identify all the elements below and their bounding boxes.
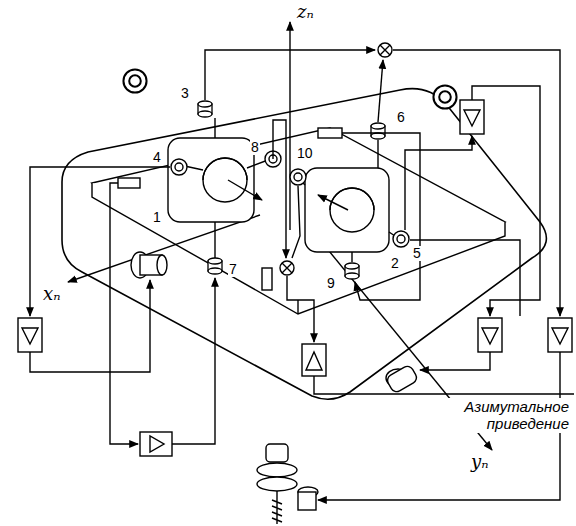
callout-number: 5 xyxy=(412,246,422,261)
callout-number: 2 xyxy=(390,256,400,271)
callout-number: 4 xyxy=(152,150,162,165)
callout-number: 7 xyxy=(228,262,238,277)
drive-note: Азимутальное приведение xyxy=(418,398,570,433)
callout-number: 10 xyxy=(296,146,314,161)
callout-number: 8 xyxy=(250,140,260,155)
callout-number: 9 xyxy=(326,276,336,291)
axis-label: xₙ xyxy=(42,284,61,304)
callout-number: 1 xyxy=(152,210,162,225)
callout-number: 6 xyxy=(396,110,406,125)
callout-number: 3 xyxy=(180,86,190,101)
axis-label: yₙ xyxy=(470,452,489,472)
axis-label: zₙ xyxy=(296,2,315,22)
